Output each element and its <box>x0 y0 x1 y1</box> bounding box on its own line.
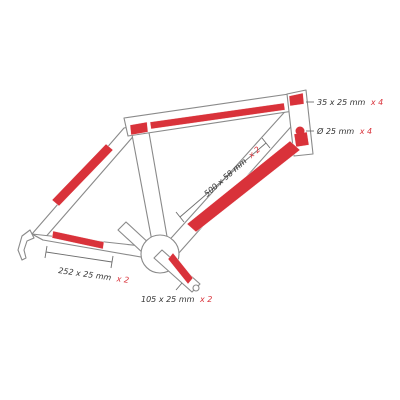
sticker-crank <box>167 252 194 285</box>
sticker-down-tube <box>186 140 301 233</box>
sticker-seat-cluster <box>129 121 149 136</box>
dim-tick-down-tube-end <box>261 137 271 149</box>
sticker-top-tube <box>149 102 286 130</box>
protection-stickers <box>51 92 310 285</box>
down-tube <box>163 105 305 255</box>
label-top-tube: 35 x 25 mm x 4 <box>317 98 383 107</box>
dim-tick-down-tube-start <box>175 211 185 223</box>
dim-tick-chain-stay-start <box>44 245 48 259</box>
label-chain-stay: 252 x 25 mm x 2 <box>58 266 130 285</box>
bike-frame <box>17 89 314 293</box>
dimension-lines <box>44 101 314 291</box>
dim-line-down-tube <box>179 142 267 218</box>
label-round-patch: Ø 25 mm x 4 <box>316 126 372 136</box>
sticker-seat-stay <box>51 143 114 207</box>
rear-dropout <box>17 229 35 261</box>
label-crank: 105 x 25 mm x 2 <box>141 295 212 304</box>
sticker-head-tube-top <box>288 92 305 107</box>
dim-line-chain-stay <box>45 251 113 263</box>
dim-tick-chain-stay-end <box>110 255 114 269</box>
sticker-chain-stay <box>51 230 105 250</box>
leader-crank <box>175 282 183 291</box>
pedal-mount <box>192 284 200 292</box>
sticker-round-patch <box>295 126 305 136</box>
